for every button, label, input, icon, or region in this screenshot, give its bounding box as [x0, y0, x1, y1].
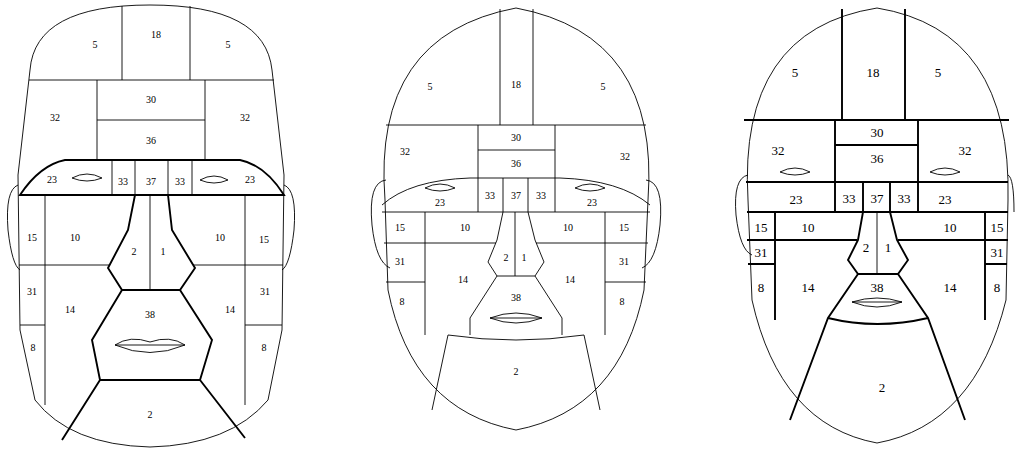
region-number: 18 [511, 80, 521, 90]
region-number: 2 [504, 253, 509, 263]
region-number: 37 [511, 191, 521, 201]
region-number: 33 [843, 192, 856, 205]
region-number: 23 [47, 175, 57, 185]
region-number: 33 [175, 177, 185, 187]
region-number: 15 [619, 223, 629, 233]
region-number: 32 [400, 147, 410, 157]
region-number: 38 [511, 293, 521, 303]
region-number: 31 [395, 257, 405, 267]
region-number: 5 [935, 66, 942, 79]
region-number: 23 [245, 175, 255, 185]
region-number: 31 [27, 287, 37, 297]
region-number: 23 [939, 193, 952, 206]
region-number: 1 [161, 247, 166, 257]
region-number: 23 [435, 198, 445, 208]
face-left [7, 5, 294, 447]
region-number: 32 [772, 144, 785, 157]
region-number: 38 [145, 310, 155, 320]
region-number: 8 [620, 297, 625, 307]
region-number: 14 [565, 275, 575, 285]
region-number: 15 [395, 223, 405, 233]
region-number: 14 [65, 305, 75, 315]
region-number: 5 [93, 40, 98, 50]
region-number: 15 [755, 221, 768, 234]
region-number: 38 [871, 281, 884, 294]
region-number: 31 [991, 246, 1004, 259]
region-number: 32 [240, 113, 250, 123]
region-number: 10 [802, 221, 815, 234]
region-number: 2 [879, 381, 886, 394]
region-number: 18 [867, 66, 880, 79]
region-number: 8 [994, 281, 1001, 294]
region-number: 10 [563, 223, 573, 233]
region-number: 10 [460, 223, 470, 233]
region-number: 10 [944, 221, 957, 234]
region-number: 8 [400, 297, 405, 307]
region-number: 31 [619, 257, 629, 267]
region-number: 23 [587, 198, 597, 208]
region-number: 5 [601, 82, 606, 92]
region-number: 5 [792, 66, 799, 79]
region-number: 37 [871, 192, 884, 205]
region-number: 5 [428, 82, 433, 92]
region-number: 32 [959, 144, 972, 157]
region-number: 1 [885, 241, 892, 254]
region-number: 15 [27, 233, 37, 243]
region-number: 15 [259, 235, 269, 245]
region-number: 14 [458, 275, 468, 285]
region-number: 14 [802, 281, 815, 294]
region-number: 18 [151, 30, 161, 40]
region-number: 2 [863, 241, 870, 254]
region-number: 2 [514, 367, 519, 377]
region-number: 10 [215, 233, 225, 243]
region-number: 33 [536, 191, 546, 201]
region-number: 36 [146, 136, 156, 146]
region-number: 32 [50, 113, 60, 123]
region-number: 32 [620, 152, 630, 162]
region-number: 33 [118, 177, 128, 187]
region-number: 31 [260, 287, 270, 297]
region-number: 14 [225, 305, 235, 315]
region-number: 36 [511, 159, 521, 169]
region-number: 33 [485, 191, 495, 201]
region-number: 37 [146, 177, 156, 187]
region-number: 8 [31, 343, 36, 353]
region-number: 30 [511, 133, 521, 143]
region-number: 14 [944, 281, 957, 294]
region-number: 36 [871, 152, 884, 165]
region-number: 15 [991, 221, 1004, 234]
region-number: 10 [70, 233, 80, 243]
region-number: 31 [755, 246, 768, 259]
region-number: 5 [226, 40, 231, 50]
region-number: 30 [146, 95, 156, 105]
region-number: 8 [758, 281, 765, 294]
region-number: 8 [262, 343, 267, 353]
region-number: 1 [522, 253, 527, 263]
region-number: 23 [790, 193, 803, 206]
face-right [736, 8, 1015, 443]
region-number: 30 [871, 126, 884, 139]
region-number: 33 [898, 192, 911, 205]
region-number: 2 [148, 410, 153, 420]
region-number: 2 [132, 247, 137, 257]
face-middle [371, 8, 660, 430]
